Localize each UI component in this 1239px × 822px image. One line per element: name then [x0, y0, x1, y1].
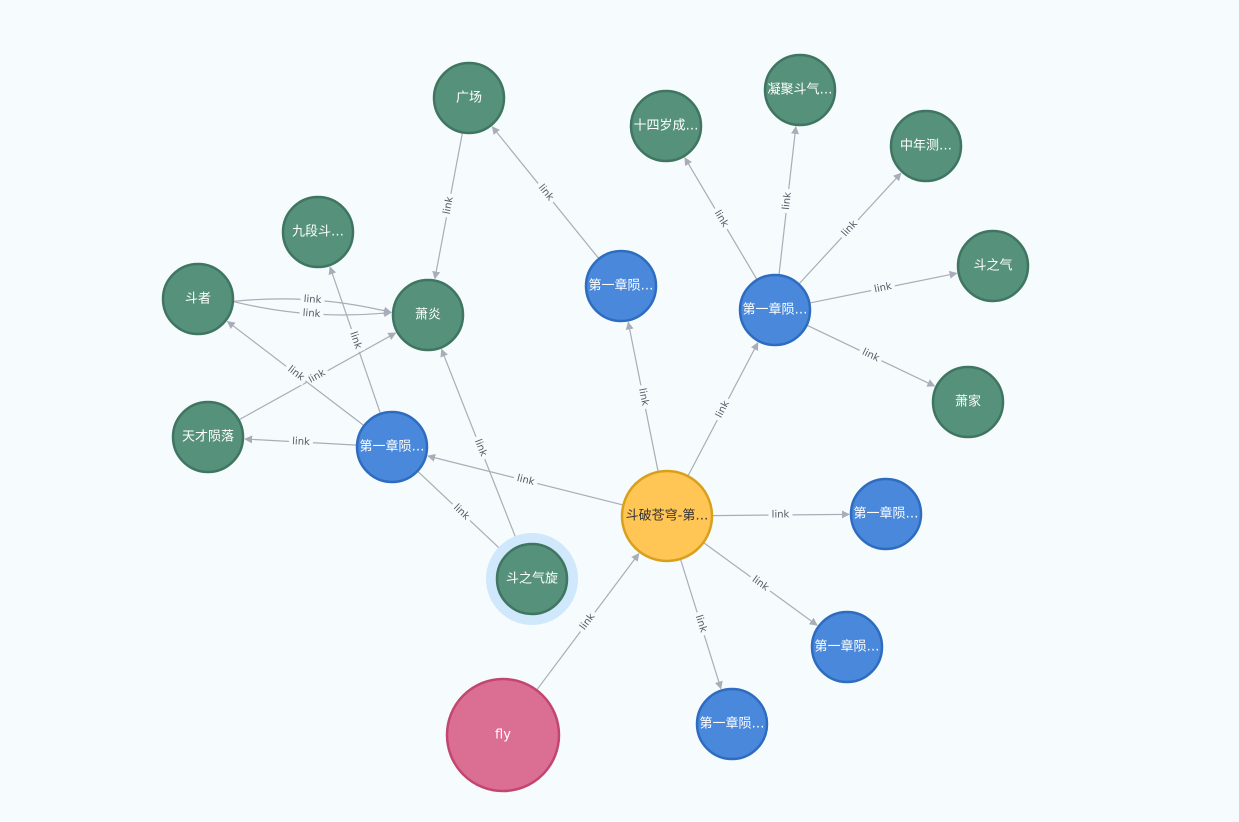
node-circle[interactable]: [889, 109, 963, 183]
edge-label-background: [780, 188, 795, 214]
node-ch_f[interactable]: 第一章陨…: [695, 687, 769, 761]
edge-label-background: [575, 608, 600, 636]
node-ch_e[interactable]: 第一章陨…: [810, 610, 884, 684]
node-center[interactable]: 斗破苍穹-第…: [620, 469, 714, 563]
edge-label: link: [442, 196, 456, 216]
node-fly[interactable]: fly: [445, 677, 561, 793]
node-zhongnian[interactable]: 中年测…: [889, 109, 963, 183]
edge-label-background: [288, 435, 314, 449]
node-circle[interactable]: [281, 195, 355, 269]
node-douzhe[interactable]: 斗者: [161, 262, 235, 336]
edge-label-background: [768, 508, 793, 522]
edge-label-background: [440, 192, 457, 219]
edge-ch_b-xiaojia[interactable]: link: [806, 324, 936, 387]
edge-label-background: [345, 327, 365, 354]
node-douzhiqixuan[interactable]: 斗之气旋: [486, 533, 578, 625]
edge-tiancai-xiaoyan[interactable]: link: [238, 332, 397, 421]
node-circle[interactable]: [956, 229, 1030, 303]
edge-label-background: [837, 215, 863, 242]
node-circle[interactable]: [763, 53, 837, 127]
edge-label: link: [292, 436, 310, 448]
edge-label: link: [516, 473, 536, 488]
nodes-layer: 斗破苍穹-第… fly 第一章陨… 第一章陨… 第一章陨… 第一章陨… 第一章陨… 第一章陨……: [161, 53, 1030, 793]
node-circle[interactable]: [391, 278, 465, 352]
node-circle[interactable]: [931, 365, 1005, 439]
node-ch_a[interactable]: 第一章陨…: [584, 249, 658, 323]
node-shisisui[interactable]: 十四岁成…: [629, 89, 703, 163]
node-jiuduan[interactable]: 九段斗…: [281, 195, 355, 269]
edge-douzhe-xiaoyan-b[interactable]: link: [232, 300, 392, 321]
edge-label-background: [870, 279, 896, 297]
edge-label-background: [747, 571, 774, 596]
edge-ch_b-shisisui[interactable]: link: [684, 157, 758, 281]
node-circle[interactable]: [584, 249, 658, 323]
node-guangchang[interactable]: 广场: [432, 61, 506, 135]
edge-center-ch_b[interactable]: link: [687, 342, 759, 477]
edge-label-background: [857, 344, 885, 367]
edge-center-ch_d[interactable]: link: [711, 508, 850, 522]
node-circle[interactable]: [620, 469, 714, 563]
edge-label-background: [709, 205, 733, 233]
node-circle[interactable]: [171, 400, 245, 474]
edge-center-ch_e[interactable]: link: [703, 541, 818, 626]
edge-center-ch_c[interactable]: link: [427, 453, 624, 506]
node-xiaoyan[interactable]: 萧炎: [391, 278, 465, 352]
edge-label: link: [781, 191, 794, 210]
edge-ch_b-ningju[interactable]: link: [778, 125, 799, 276]
edge-label: link: [347, 330, 363, 351]
node-circle[interactable]: [432, 61, 506, 135]
edge-label: link: [772, 509, 790, 520]
edge-label-background: [711, 396, 734, 423]
edge-ch_b-douzhiqi[interactable]: link: [809, 270, 958, 304]
edge-ch_b-zhongnian[interactable]: link: [798, 172, 902, 285]
edge-label: link: [873, 281, 893, 295]
node-xiaojia[interactable]: 萧家: [931, 365, 1005, 439]
node-circle[interactable]: [629, 89, 703, 163]
edge-label-background: [303, 365, 331, 388]
edge-ch_a-guangchang[interactable]: link: [491, 126, 600, 260]
node-circle[interactable]: [849, 477, 923, 551]
edge-label-background: [282, 361, 309, 386]
node-circle[interactable]: [161, 262, 235, 336]
node-ch_d[interactable]: 第一章陨…: [849, 477, 923, 551]
edge-label: link: [302, 308, 321, 320]
edge-label-background: [300, 293, 325, 307]
edge-label: link: [303, 294, 322, 306]
node-circle[interactable]: [810, 610, 884, 684]
node-circle[interactable]: [355, 410, 429, 484]
edge-label-background: [691, 610, 710, 638]
edge-label-background: [634, 384, 652, 411]
node-tiancai[interactable]: 天才陨落: [171, 400, 245, 474]
edge-guangchang-xiaoyan[interactable]: link: [432, 132, 464, 280]
edge-center-ch_a[interactable]: link: [625, 321, 659, 472]
edge-label-background: [470, 434, 491, 462]
node-circle[interactable]: [445, 677, 561, 793]
edge-ch_c-tiancai[interactable]: link: [244, 435, 358, 449]
edge-douzhe-xiaoyan-a[interactable]: link: [232, 293, 392, 315]
node-circle[interactable]: [738, 273, 812, 347]
edge-ch_c-douzhiqixuan[interactable]: link: [417, 470, 506, 555]
edge-label-background: [299, 307, 324, 321]
edge-douzhiqixuan-xiaoyan[interactable]: link: [440, 348, 520, 547]
node-ch_c[interactable]: 第一章陨…: [355, 410, 429, 484]
edge-ch_c-douzhe[interactable]: link: [226, 320, 365, 427]
node-circle[interactable]: [695, 687, 769, 761]
node-ch_b[interactable]: 第一章陨…: [738, 273, 812, 347]
edge-label-background: [533, 179, 558, 206]
edge-label: link: [693, 614, 709, 634]
edge-ch_c-jiuduan[interactable]: link: [328, 266, 382, 415]
edge-label-background: [448, 499, 475, 525]
node-circle[interactable]: [495, 542, 569, 616]
node-douzhiqi[interactable]: 斗之气: [956, 229, 1030, 303]
edge-center-ch_f[interactable]: link: [679, 558, 723, 690]
node-ningju[interactable]: 凝聚斗气…: [763, 53, 837, 127]
edge-label: link: [636, 387, 650, 407]
edge-label-background: [512, 471, 539, 490]
